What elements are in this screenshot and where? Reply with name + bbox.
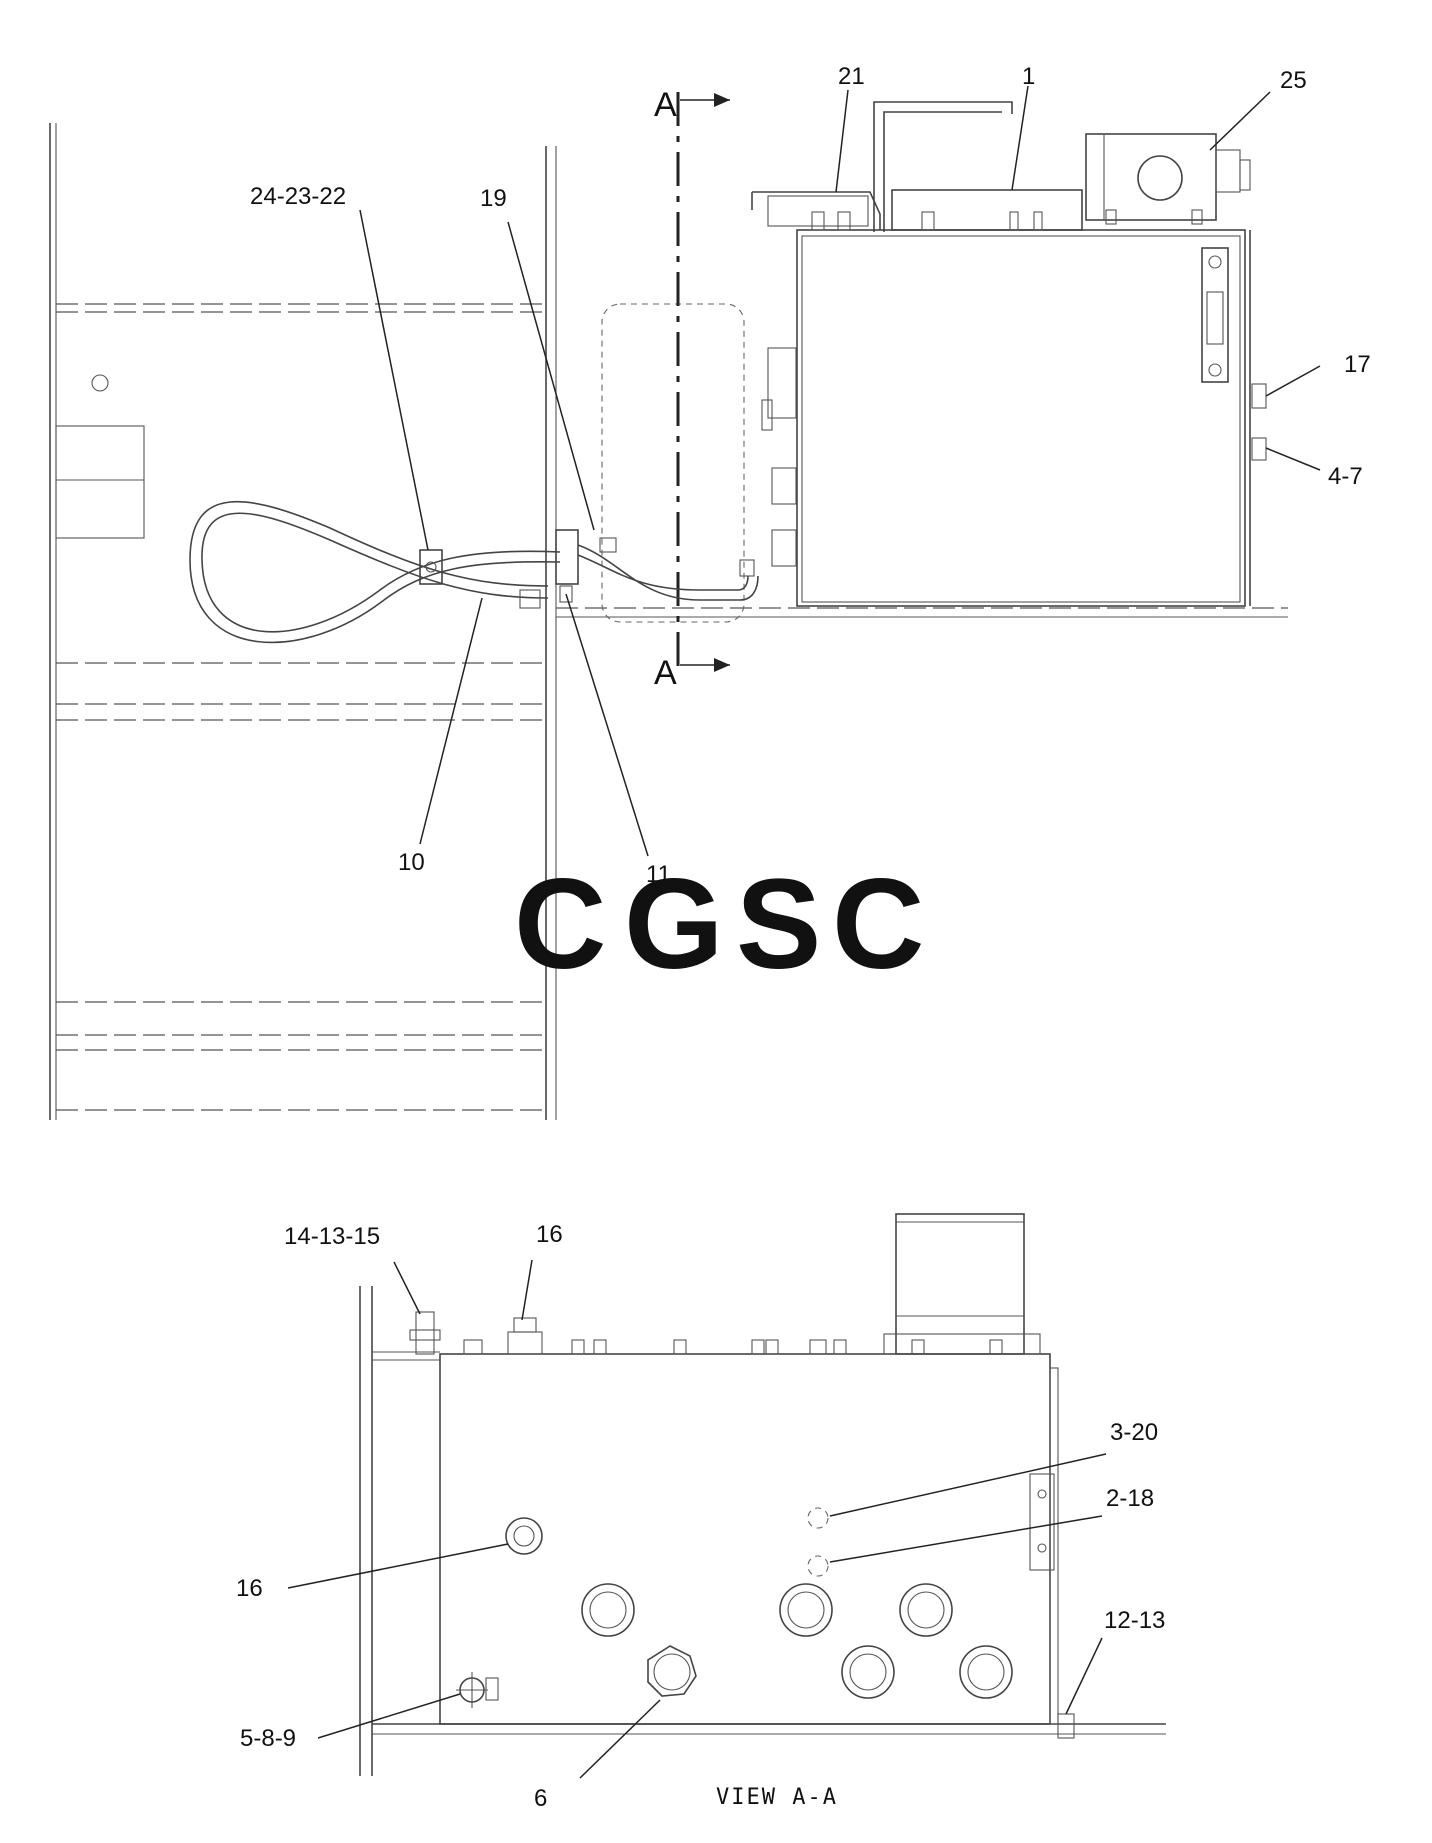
watermark-letter: C [514, 853, 606, 996]
top-leader-lines [359, 85, 1321, 857]
watermark-letter: S [736, 853, 821, 996]
callout-5-8-9: 5-8-9 [240, 1725, 296, 1752]
hose-assembly [189, 500, 759, 644]
section-mark-top: A [654, 86, 677, 124]
callout-11: 11 [646, 861, 671, 888]
callout-25: 25 [1280, 67, 1307, 94]
callout-4-7: 4-7 [1328, 463, 1363, 490]
callout-16-left: 16 [236, 1575, 263, 1602]
tank-top-parts [751, 101, 1251, 232]
ports [456, 1507, 1075, 1739]
callout-16-top: 16 [536, 1221, 563, 1248]
callout-14-13-15: 14-13-15 [284, 1223, 380, 1250]
top-callouts: 21 1 25 24-23-22 19 17 4-7 10 11 A A [250, 63, 1371, 888]
section-mark-bottom: A [654, 654, 677, 692]
callout-21: 21 [838, 63, 865, 90]
view-leader-lines [287, 1259, 1107, 1779]
callout-10: 10 [398, 849, 425, 876]
callout-1: 1 [1022, 63, 1035, 90]
callout-24-23-22: 24-23-22 [250, 183, 346, 210]
view-a-a: 14-13-15 16 3-20 2-18 16 12-13 5-8-9 6 V… [236, 1213, 1166, 1812]
hidden-housing [601, 303, 745, 623]
callout-17: 17 [1344, 351, 1371, 378]
watermark-logo: C G S C [514, 853, 924, 996]
watermark-letter: G [624, 853, 724, 996]
callout-2-18: 2-18 [1106, 1485, 1154, 1512]
callout-19: 19 [480, 185, 507, 212]
watermark-letter: C [832, 853, 924, 996]
frame-rails [49, 123, 1288, 1120]
section-line [676, 92, 730, 672]
hydraulic-tank [761, 229, 1267, 607]
callout-3-20: 3-20 [1110, 1419, 1158, 1446]
callout-6: 6 [534, 1785, 547, 1812]
top-view: 21 1 25 24-23-22 19 17 4-7 10 11 A A [49, 63, 1371, 1120]
view-title: VIEW A-A [716, 1785, 838, 1810]
view-callouts: 14-13-15 16 3-20 2-18 16 12-13 5-8-9 6 V… [236, 1221, 1165, 1812]
callout-12-13: 12-13 [1104, 1607, 1165, 1634]
